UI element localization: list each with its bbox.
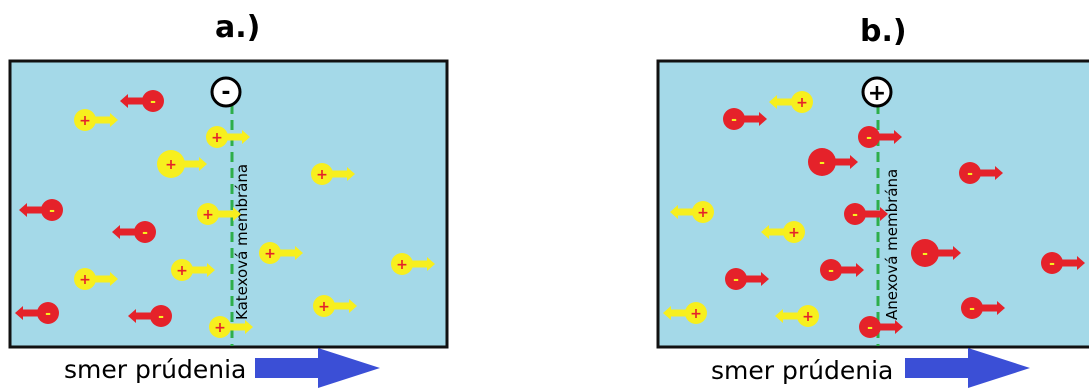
svg-text:+: + bbox=[264, 246, 276, 262]
svg-text:-: - bbox=[967, 166, 973, 182]
svg-text:+: + bbox=[79, 113, 91, 129]
svg-text:-: - bbox=[158, 309, 164, 325]
panel-b-anion-ion: - bbox=[1041, 252, 1085, 274]
panel-b-cation-ion: + bbox=[663, 302, 707, 324]
svg-text:-: - bbox=[150, 94, 156, 110]
svg-text:+: + bbox=[690, 306, 702, 322]
panel-a-anion-ion: - bbox=[112, 221, 156, 243]
panel-b-anion-ion: - bbox=[723, 108, 767, 130]
panel-a-cation-ion: + bbox=[259, 242, 303, 264]
panel-b-flow-label: smer prúdenia bbox=[711, 356, 894, 385]
svg-text:+: + bbox=[176, 263, 188, 279]
panel-b-cation-ion: + bbox=[775, 305, 819, 327]
panel-b-anion-ion: - bbox=[961, 297, 1005, 319]
panel-a-cation-ion: + bbox=[157, 150, 207, 178]
svg-text:-: - bbox=[142, 225, 148, 241]
panel-a-anion-ion: - bbox=[19, 199, 63, 221]
panel-a-anion-ion: - bbox=[128, 305, 172, 327]
svg-text:-: - bbox=[731, 112, 737, 128]
panel-a-cation-ion: + bbox=[197, 203, 241, 225]
svg-text:+: + bbox=[868, 81, 886, 106]
svg-text:+: + bbox=[79, 272, 91, 288]
panel-a-anion-ion: - bbox=[15, 302, 59, 324]
svg-text:-: - bbox=[819, 155, 825, 171]
panel-b-anion-ion: - bbox=[911, 239, 961, 267]
svg-text:+: + bbox=[214, 320, 226, 336]
svg-text:+: + bbox=[788, 225, 800, 241]
svg-text:-: - bbox=[866, 130, 872, 146]
svg-text:+: + bbox=[396, 257, 408, 273]
panel-a: - Katexová membrána - + + + + - + - + + + + + - - + bbox=[8, 59, 449, 349]
svg-text:+: + bbox=[165, 157, 177, 173]
panel-a-cation-ion: + bbox=[206, 126, 250, 148]
svg-text:-: - bbox=[221, 80, 230, 105]
panel-b-water bbox=[656, 59, 1089, 349]
svg-text:-: - bbox=[867, 320, 873, 336]
svg-text:-: - bbox=[733, 272, 739, 288]
svg-text:-: - bbox=[852, 207, 858, 223]
panel-b-membrane-label: Anexová membrána bbox=[883, 169, 901, 320]
panel-b-anion-ion: - bbox=[808, 148, 858, 176]
svg-text:-: - bbox=[1049, 256, 1055, 272]
panel-a-flow-label: smer prúdenia bbox=[64, 355, 247, 384]
panel-b-anion-ion: - bbox=[820, 259, 864, 281]
panel-a-cation-ion: + bbox=[209, 316, 253, 338]
panel-a-cation-ion: + bbox=[313, 295, 357, 317]
svg-text:+: + bbox=[802, 309, 814, 325]
panel-a-cation-ion: + bbox=[171, 259, 215, 281]
svg-text:+: + bbox=[316, 167, 328, 183]
panel-b-anion-ion: - bbox=[859, 316, 903, 338]
svg-text:+: + bbox=[202, 207, 214, 223]
panel-a-cation-ion: + bbox=[74, 268, 118, 290]
panel-a-cation-ion: + bbox=[391, 253, 435, 275]
svg-text:+: + bbox=[318, 299, 330, 315]
panel-b-anion-ion: - bbox=[844, 203, 888, 225]
panel-a-membrane-label: Katexová membrána bbox=[233, 164, 251, 320]
panel-a-anion-ion: - bbox=[120, 90, 164, 112]
panel-b-flow-arrow bbox=[905, 348, 1030, 388]
svg-text:-: - bbox=[969, 301, 975, 317]
panel-b-anion-ion: - bbox=[725, 268, 769, 290]
panel-b-anion-ion: - bbox=[959, 162, 1003, 184]
svg-text:+: + bbox=[211, 130, 223, 146]
panel-b-cation-ion: + bbox=[769, 91, 813, 113]
svg-text:+: + bbox=[796, 95, 808, 111]
svg-text:-: - bbox=[922, 246, 928, 262]
svg-text:+: + bbox=[697, 205, 709, 221]
panel-b-cation-ion: + bbox=[761, 221, 805, 243]
svg-text:-: - bbox=[49, 203, 55, 219]
panel-b-anion-ion: - bbox=[858, 126, 902, 148]
svg-text:-: - bbox=[828, 263, 834, 279]
panel-b-cation-ion: + bbox=[670, 201, 714, 223]
panel-a-membrane-symbol: - bbox=[210, 76, 242, 108]
panel-a-title: a.) bbox=[215, 10, 261, 45]
panel-a-flow-arrow bbox=[255, 348, 380, 388]
panel-a-water bbox=[8, 59, 449, 349]
panel-a-cation-ion: + bbox=[311, 163, 355, 185]
panel-a-cation-ion: + bbox=[74, 109, 118, 131]
panel-b-title: b.) bbox=[860, 14, 907, 49]
panel-b-membrane-symbol: + bbox=[861, 76, 893, 108]
svg-text:-: - bbox=[45, 306, 51, 322]
panel-b: + Anexová membrána + - - - - + - + - - - - - + + - bbox=[656, 59, 1089, 349]
